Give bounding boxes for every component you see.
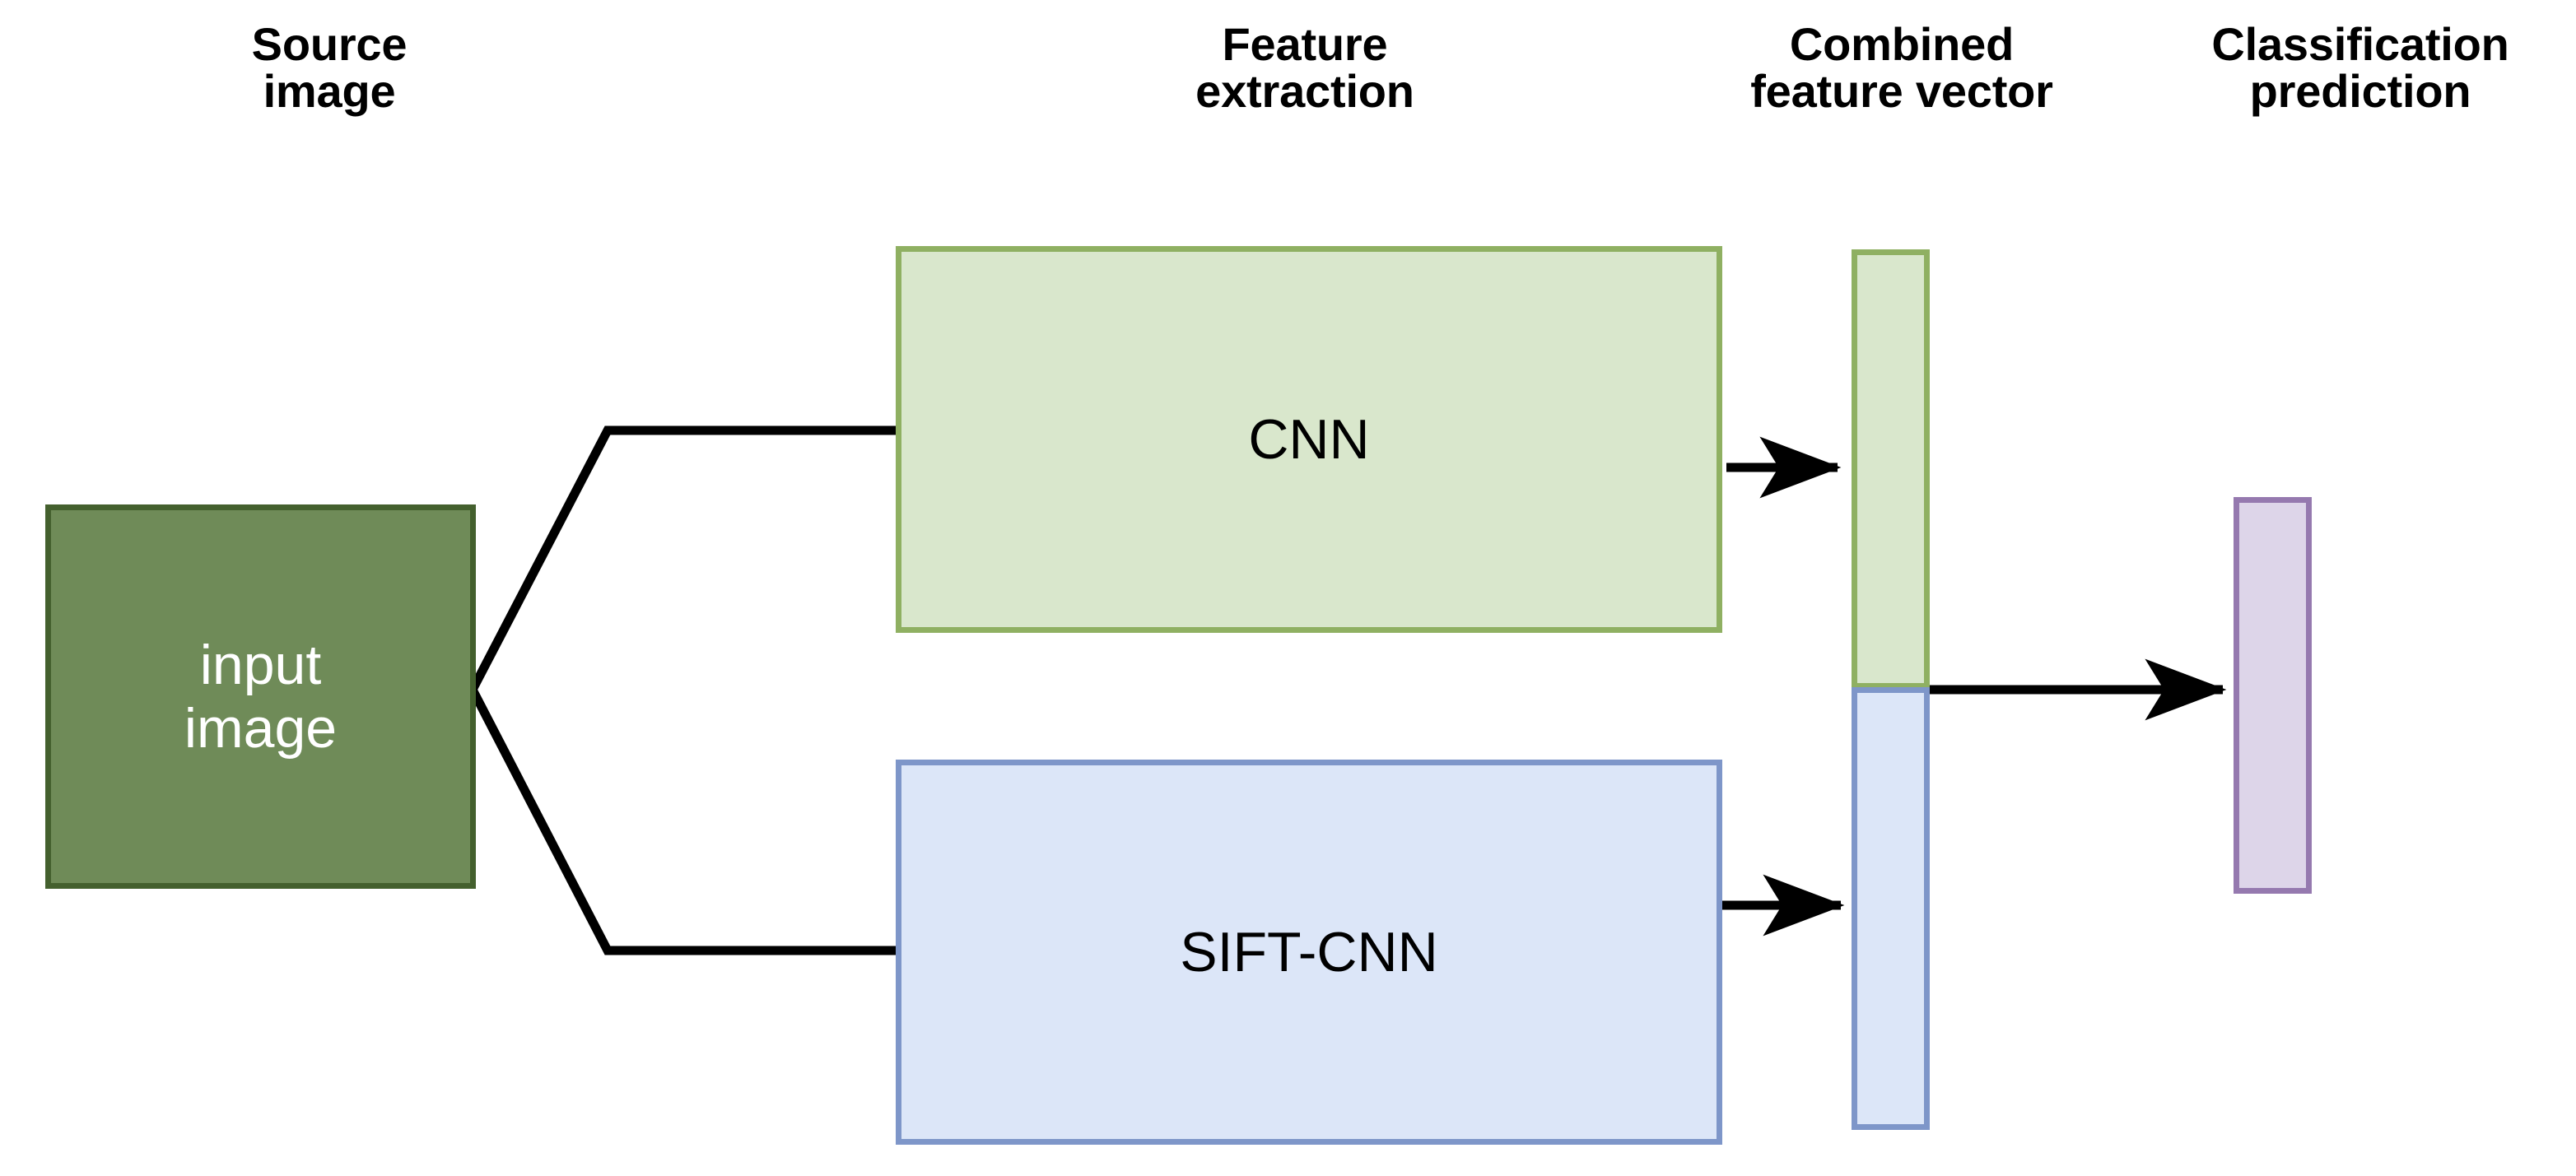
node-input-image[interactable]: input image (45, 504, 476, 889)
node-cnn[interactable]: CNN (896, 246, 1722, 633)
node-classification-prediction[interactable] (2234, 497, 2312, 894)
column-header-combined-feature-vector: Combined feature vector (1750, 18, 2053, 118)
node-sift-cnn[interactable]: SIFT-CNN (896, 760, 1722, 1145)
column-header-classification-prediction: Classification prediction (2211, 18, 2509, 118)
node-feature-vector-cnn-part[interactable] (1852, 249, 1930, 689)
node-input-image-label: input image (184, 634, 338, 760)
node-feature-vector-sift-part[interactable] (1852, 687, 1930, 1130)
column-header-feature-extraction: Feature extraction (1195, 18, 1414, 118)
node-cnn-label: CNN (1248, 407, 1370, 471)
node-sift-cnn-label: SIFT-CNN (1180, 920, 1438, 983)
column-header-source-image: Source image (251, 18, 408, 118)
